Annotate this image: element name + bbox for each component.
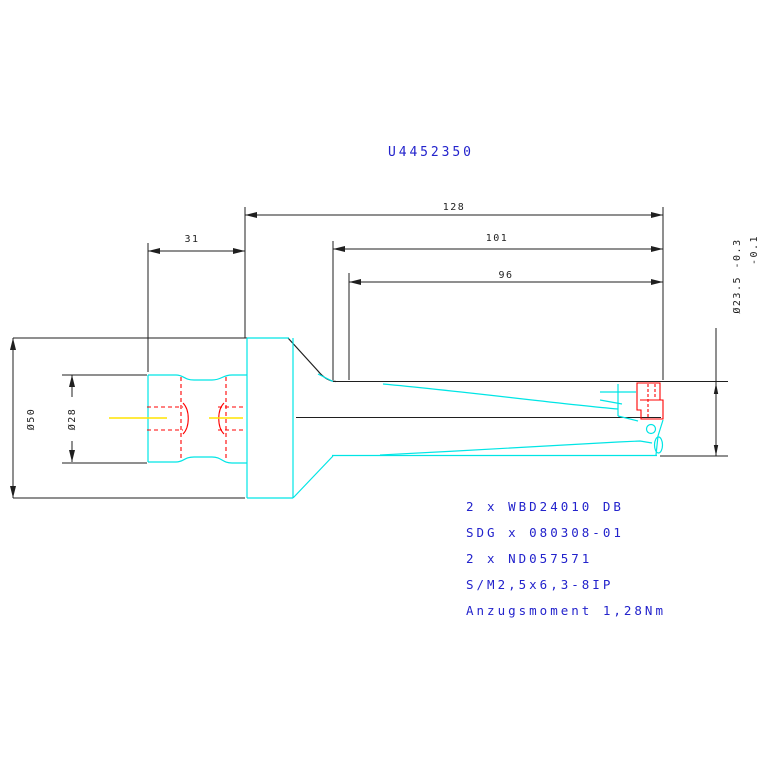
drill-tip-inserts	[636, 382, 664, 420]
cross-hole-wall-left	[182, 402, 189, 435]
dimension-lines	[10, 212, 719, 498]
shank-cross-hole-hidden-lines	[147, 377, 246, 461]
dim-shank-length-label: 31	[184, 234, 199, 245]
dim-drill-diameter-label: Ø23.5 -0.3	[731, 238, 743, 313]
parts-note-line-1: 2 x WBD24010 DB	[466, 499, 624, 514]
drawing-number-label: U4452350	[388, 145, 474, 160]
dim-usable-length-label: 96	[498, 270, 513, 281]
hidden-detail-red	[147, 377, 664, 461]
parts-note-line-5: Anzugsmoment 1,28Nm	[466, 603, 666, 618]
dimension-labels: 128 101 96 31 Ø50 Ø28 Ø23.5 -0.3 -0.1	[25, 202, 760, 430]
parts-note-line-2: SDG x 080308-01	[466, 525, 624, 540]
dim-shank-diameter-label: Ø28	[66, 408, 78, 431]
dim-overall-length-label: 128	[443, 202, 466, 213]
dim-flange-diameter-label: Ø50	[25, 408, 37, 431]
parts-note-line-4: S/M2,5x6,3-8IP	[466, 577, 613, 592]
neck-cone-outline	[287, 337, 337, 383]
parts-note-line-3: 2 x ND057571	[466, 551, 592, 566]
tool-outline	[147, 337, 664, 499]
dim-flute-length-label: 101	[486, 233, 509, 244]
annotation-texts: U4452350 2 x WBD24010 DB SDG x 080308-01…	[388, 145, 666, 618]
dim-drill-diameter-tolerance-lower-label: -0.1	[749, 235, 760, 265]
extension-lines	[13, 207, 728, 499]
